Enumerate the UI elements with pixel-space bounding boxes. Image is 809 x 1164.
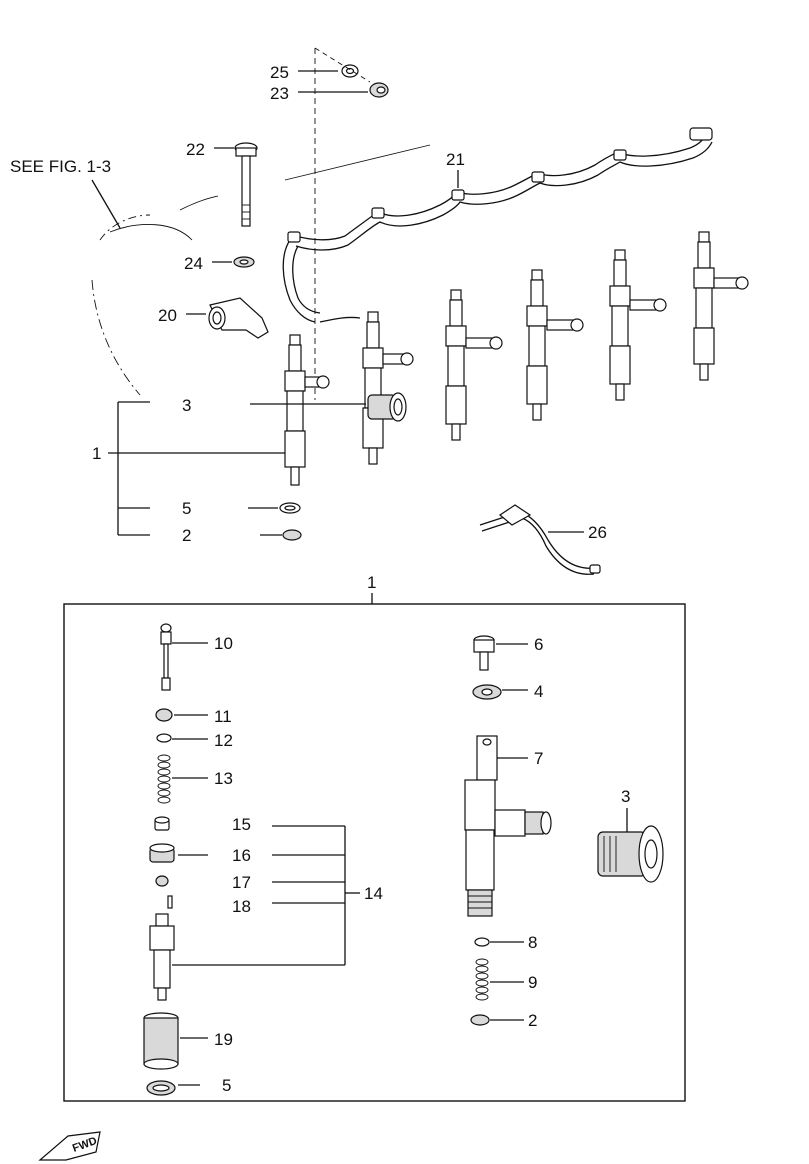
- part-22-bolt: [234, 142, 258, 227]
- part-4-clamp: [472, 684, 502, 700]
- injector-4: [526, 269, 584, 421]
- callout-5-box: 5: [222, 1076, 231, 1095]
- callout-22: 22: [186, 140, 205, 159]
- callout-16: 16: [232, 846, 251, 865]
- callout-26: 26: [588, 523, 607, 542]
- part-18-pin: [167, 895, 173, 909]
- part-9-spring: [475, 958, 489, 1001]
- callout-20: 20: [158, 306, 177, 325]
- part-26-overflow-pipe: [479, 504, 601, 575]
- callout-4: 4: [534, 682, 543, 701]
- part-15-spacer: [154, 816, 170, 831]
- injector-1: [284, 334, 330, 486]
- part-23-nut: [369, 82, 389, 98]
- callout-1-top: 1: [92, 444, 101, 463]
- part-20-clamp: [208, 297, 269, 339]
- callout-6: 6: [534, 635, 543, 654]
- callout-10: 10: [214, 634, 233, 653]
- part-19-retaining-nut: [143, 1012, 179, 1070]
- part-3-sleeve-box: [597, 825, 664, 883]
- part-2-seal-top: [282, 529, 302, 541]
- part-24-washer: [233, 256, 255, 268]
- reference-leader: [91, 179, 121, 229]
- callout-bracket-top: [108, 401, 285, 536]
- callout-12: 12: [214, 731, 233, 750]
- callout-5-top: 5: [182, 499, 191, 518]
- callout-3-box: 3: [621, 787, 630, 806]
- callout-24: 24: [184, 254, 203, 273]
- part-11-cap: [155, 708, 173, 722]
- part-5-washer-top-hole: [284, 505, 296, 511]
- callout-21: 21: [446, 150, 465, 169]
- callout-9: 9: [528, 973, 537, 992]
- callout-2-box: 2: [528, 1011, 537, 1030]
- injector-5: [609, 249, 667, 401]
- callout-17: 17: [232, 873, 251, 892]
- injector-2: [362, 311, 414, 465]
- callout-7: 7: [534, 749, 543, 768]
- dashed-guide-25: [314, 47, 371, 83]
- callout-15: 15: [232, 815, 251, 834]
- callout-13: 13: [214, 769, 233, 788]
- reference-note: SEE FIG. 1-3: [10, 157, 111, 176]
- part-25-washer: [341, 64, 359, 78]
- box-title-callout: 1: [367, 573, 376, 592]
- callout-11: 11: [214, 707, 232, 726]
- detail-box: [63, 603, 686, 1102]
- callout-19: 19: [214, 1030, 233, 1049]
- part-7-nozzle-holder: [464, 735, 552, 917]
- callout-23: 23: [270, 84, 289, 103]
- part-10-pressure-rod: [160, 623, 172, 691]
- part-8-washer: [474, 937, 490, 947]
- callout-3-top: 3: [182, 396, 191, 415]
- part-2-seal-box: [470, 1014, 490, 1026]
- part-17-valve: [155, 875, 169, 887]
- part-5-washer-box: [146, 1080, 176, 1096]
- callout-25: 25: [270, 63, 289, 82]
- part-21-leakoff-pipe: [282, 127, 713, 323]
- part-16-nut: [149, 843, 175, 863]
- callout-bracket-14: [172, 825, 360, 966]
- part-6-bolt: [473, 635, 495, 671]
- fwd-arrow-logo: FWD: [38, 1131, 101, 1161]
- callout-18: 18: [232, 897, 251, 916]
- callout-8: 8: [528, 933, 537, 952]
- injector-3: [445, 289, 503, 441]
- nozzle: [149, 913, 175, 1001]
- part-3-sleeve-top: [367, 392, 407, 422]
- part-12-washer: [156, 733, 172, 743]
- callout-2-top: 2: [182, 526, 191, 545]
- callout-14: 14: [364, 884, 383, 903]
- engine-outline: [91, 144, 431, 396]
- injector-6: [693, 231, 749, 381]
- part-13-spring: [157, 754, 171, 804]
